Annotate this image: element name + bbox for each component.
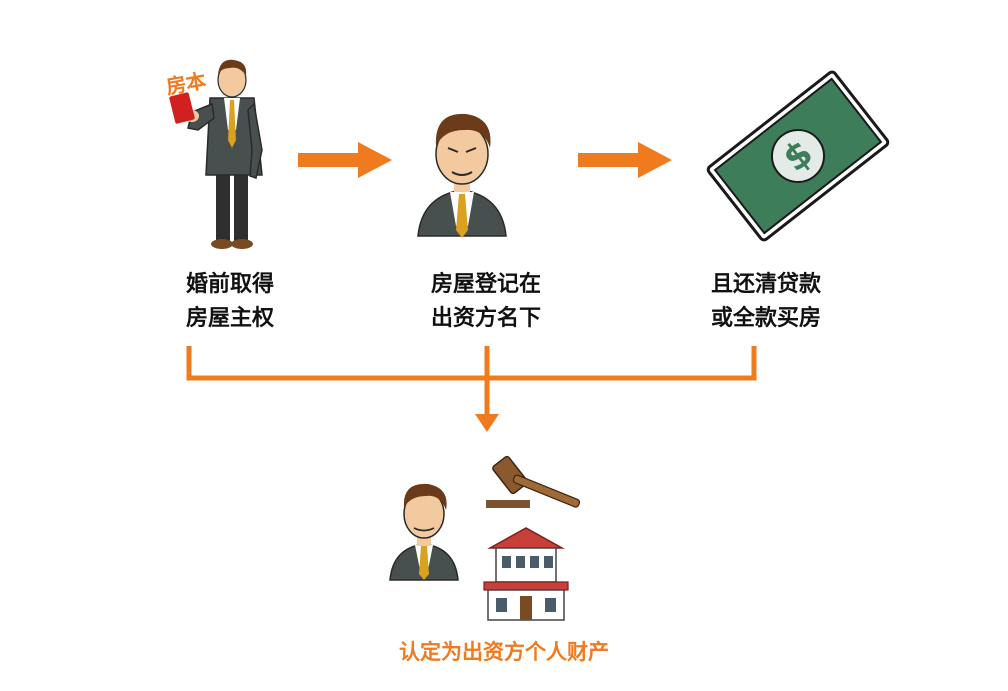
step-1-line2: 房屋主权 [185, 306, 274, 331]
gavel-icon [486, 455, 581, 508]
deed-label: 房本 [164, 68, 208, 99]
step-3-line2: 或全款买房 [710, 306, 821, 331]
man-portrait-icon [417, 113, 507, 238]
step-2-line2: 出资方名下 [430, 306, 541, 331]
man-portrait-icon [389, 483, 459, 581]
arrow-down [475, 414, 499, 432]
man-holding-deed-icon [169, 59, 263, 249]
step-2-line1: 房屋登记在 [430, 272, 541, 297]
arrow-right-1 [298, 142, 392, 178]
dollar-banknote-icon: $ [706, 70, 890, 242]
step-1-label: 婚前取得 房屋主权 [150, 268, 310, 336]
result-label: 认定为出资方个人财产 [399, 640, 609, 664]
arrow-right-2 [578, 142, 672, 178]
deed-text: 房本 [164, 68, 208, 99]
merge-connector [186, 346, 757, 416]
step-3-line1: 且还清贷款 [710, 272, 821, 297]
step-3-label: 且还清贷款 或全款买房 [686, 268, 846, 336]
house-icon [483, 527, 569, 621]
step-1-line1: 婚前取得 [185, 272, 274, 297]
step-2-label: 房屋登记在 出资方名下 [406, 268, 566, 336]
